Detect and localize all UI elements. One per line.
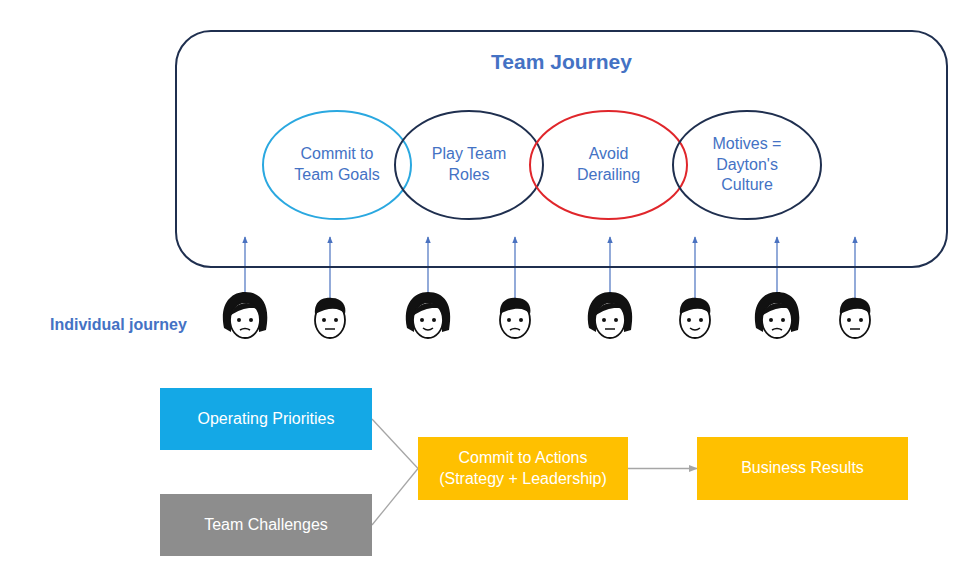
priority-box: Operating Priorities	[160, 388, 372, 450]
box-label: Motives = Dayton's Culture	[697, 134, 797, 196]
culture-circle: Motives = Dayton's Culture	[672, 110, 822, 220]
eye	[847, 318, 851, 322]
face	[762, 302, 792, 338]
circle-outline	[673, 111, 821, 219]
box-label: Commit to Team Goals	[287, 144, 387, 186]
person-face	[406, 292, 450, 338]
face	[595, 302, 625, 338]
row-label: Individual journey	[50, 316, 187, 334]
mouth	[772, 329, 782, 331]
fringe	[413, 303, 443, 316]
mouth	[850, 328, 860, 330]
eye	[249, 318, 253, 322]
person-face	[223, 292, 267, 338]
fringe	[595, 303, 625, 316]
eye	[859, 318, 863, 322]
flow-line	[372, 419, 418, 469]
box-label: Play Team Roles	[419, 144, 519, 186]
eye	[322, 318, 326, 322]
eye	[602, 318, 606, 322]
fringe	[230, 303, 260, 316]
result-box: Business Results	[697, 437, 908, 500]
circle-outline	[263, 111, 411, 219]
box-label: Business Results	[741, 458, 864, 479]
hair	[315, 298, 346, 314]
flow-line	[628, 468, 697, 469]
action-box: Commit to Actions (Strategy + Leadership…	[418, 437, 628, 500]
face	[230, 302, 260, 338]
box-label: Commit to Actions (Strategy + Leadership…	[431, 448, 616, 490]
eye	[781, 318, 785, 322]
eye	[687, 318, 691, 322]
mouth	[510, 329, 520, 331]
challenge-box: Team Challenges	[160, 494, 372, 556]
face	[413, 302, 443, 338]
eye	[769, 318, 773, 322]
person-face	[840, 298, 871, 338]
person-face	[500, 298, 531, 338]
eye	[432, 318, 436, 322]
box-label: Operating Priorities	[198, 409, 335, 430]
eye	[237, 318, 241, 322]
eye	[334, 318, 338, 322]
person-face	[755, 292, 799, 338]
circle-outline	[395, 111, 543, 219]
goal-circle: Commit to Team Goals	[262, 110, 412, 220]
box-label: Team Challenges	[204, 515, 328, 536]
box-heading: Team Journey	[177, 48, 946, 75]
team-journey-box: Team JourneyCommit to Team Goals Play Tea…	[175, 30, 948, 268]
box-label: Avoid Derailing	[559, 144, 659, 186]
hair	[680, 298, 711, 314]
eye	[507, 318, 511, 322]
person-face	[588, 292, 632, 338]
hair	[840, 298, 871, 314]
mouth	[240, 329, 250, 331]
eye	[420, 318, 424, 322]
fringe	[762, 303, 792, 316]
derail-circle: Avoid Derailing	[529, 110, 688, 220]
circle-outline	[394, 110, 544, 220]
circle-outline	[530, 111, 687, 219]
eye	[519, 318, 523, 322]
eye	[699, 318, 703, 322]
circle-outline	[529, 110, 688, 220]
flow-line	[372, 469, 418, 526]
person-face	[315, 298, 346, 338]
eye	[614, 318, 618, 322]
mouth	[690, 328, 700, 330]
person-face	[680, 298, 711, 338]
mouth	[605, 328, 615, 330]
mouth	[325, 328, 335, 330]
role-circle: Play Team Roles	[394, 110, 544, 220]
circle-outline	[262, 110, 412, 220]
mouth	[423, 328, 433, 330]
hair	[500, 298, 531, 314]
